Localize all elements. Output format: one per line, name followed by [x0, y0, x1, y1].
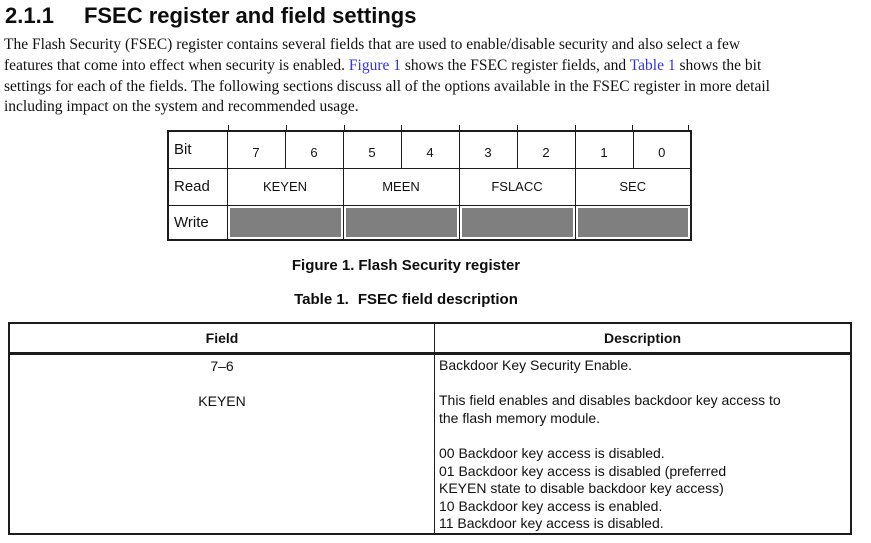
row-label-read: Read — [167, 167, 228, 206]
bit-cell-1: 1 — [574, 130, 634, 169]
row-label-bit: Bit — [167, 130, 228, 169]
bit-boundary-tick — [574, 125, 576, 131]
bit-cell-4: 4 — [400, 130, 460, 169]
field-cell-sec: SEC — [574, 167, 692, 206]
bit-boundary-tick — [632, 125, 634, 131]
register-table: Bit 7 6 5 4 3 2 1 0 Read KEYEN MEEN FSLA… — [167, 130, 692, 241]
write-reserved-fill — [229, 207, 341, 237]
bit-cell-2: 2 — [516, 130, 576, 169]
bit-boundary-tick — [516, 125, 518, 131]
register-figure: Bit 7 6 5 4 3 2 1 0 Read KEYEN MEEN FSLA… — [167, 125, 692, 241]
paragraph-line: including impact on the system and recom… — [4, 98, 359, 116]
bit-cell-0: 0 — [632, 130, 692, 169]
bit-cell-7: 7 — [226, 130, 286, 169]
row-label-write: Write — [167, 204, 228, 241]
section-heading: 2.1.1 FSEC register and field settings — [5, 3, 416, 29]
write-reserved-fill — [577, 207, 688, 237]
field-cell-meen: MEEN — [342, 167, 460, 206]
bit-boundary-tick — [401, 125, 403, 131]
section-number: 2.1.1 — [5, 3, 54, 28]
description-cell: Backdoor Key Security Enable. This field… — [434, 352, 852, 535]
figure-caption-text: Flash Security register — [358, 257, 521, 274]
write-cell — [458, 204, 576, 241]
bit-cell-6: 6 — [284, 130, 344, 169]
table-caption: Table 1. FSEC field description — [0, 291, 812, 308]
bit-boundary-tick — [285, 125, 287, 131]
write-reserved-fill — [345, 207, 457, 237]
figure-1-link[interactable]: Figure 1 — [348, 56, 401, 74]
write-cell — [226, 204, 344, 241]
table-caption-label: Table 1. — [294, 291, 349, 308]
paragraph-line: The Flash Security (FSEC) register conta… — [4, 36, 741, 53]
table-1-link[interactable]: Table 1 — [629, 56, 676, 74]
bit-cell-3: 3 — [458, 130, 518, 169]
bit-cell-5: 5 — [342, 130, 402, 169]
field-cell-keyen: KEYEN — [226, 167, 344, 206]
paragraph-line: features that come into effect when secu… — [4, 56, 762, 74]
column-header-description: Description — [434, 322, 852, 355]
bit-boundary-tick — [343, 125, 345, 131]
paragraph-line: settings for each of the fields. The fol… — [4, 77, 770, 95]
table-caption-text: FSEC field description — [357, 291, 518, 308]
bit-boundary-tick — [459, 125, 460, 131]
bit-boundary-tick — [688, 125, 689, 131]
field-cell-fslacc: FSLACC — [458, 167, 576, 206]
column-header-field: Field — [8, 322, 435, 355]
figure-caption-label: Figure 1. — [291, 257, 355, 274]
write-cell — [574, 204, 692, 241]
table-row: 7–6 KEYEN Backdoor Key Security Enable. … — [8, 352, 852, 535]
write-cell — [342, 204, 460, 241]
section-title: FSEC register and field settings — [83, 3, 417, 28]
intro-paragraph: The Flash Security (FSEC) register conta… — [4, 35, 770, 118]
figure-caption: Figure 1.Flash Security register — [0, 257, 812, 274]
write-reserved-fill — [461, 207, 573, 237]
field-cell: 7–6 KEYEN — [8, 352, 435, 535]
bit-boundary-tick — [228, 125, 229, 131]
field-table: Field Description 7–6 KEYEN Backdoor Key… — [8, 322, 852, 535]
